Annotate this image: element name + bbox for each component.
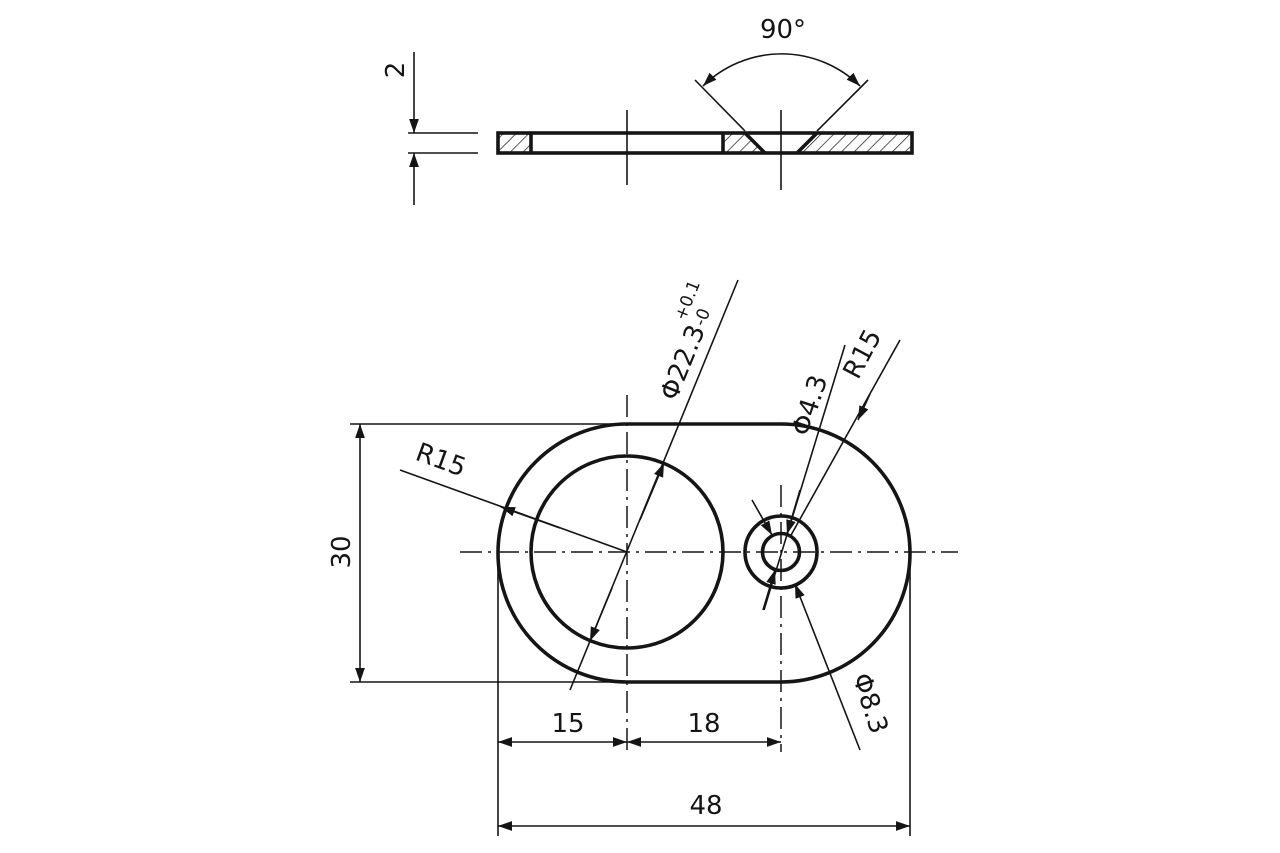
section-view: 2 90° xyxy=(381,15,914,205)
left-offset-label: 15 xyxy=(551,709,584,739)
countersink-angle-label: 90° xyxy=(760,15,806,45)
plan-view: 30 15 18 48 R15 Φ22.3 +0.1 -0 Φ4.3 xyxy=(327,278,958,836)
angle-dim-arc xyxy=(702,53,861,87)
large-hole-tol-lower: -0 xyxy=(690,306,715,329)
plate-outline xyxy=(496,422,912,684)
height-label: 30 xyxy=(327,535,357,568)
overall-width-label: 48 xyxy=(689,791,722,821)
countersink-edge-right xyxy=(795,131,819,155)
section-hatch-left xyxy=(498,133,531,153)
thickness-label: 2 xyxy=(381,62,411,79)
plate-section-outline xyxy=(496,131,914,155)
hole-spacing-label: 18 xyxy=(687,709,720,739)
section-hatch-right xyxy=(797,133,912,153)
left-radius-label: R15 xyxy=(412,438,470,484)
section-hatch-middle xyxy=(723,133,765,153)
countersink-dia-label: Φ8.3 xyxy=(846,669,894,737)
countersink-edge-left xyxy=(743,131,767,155)
